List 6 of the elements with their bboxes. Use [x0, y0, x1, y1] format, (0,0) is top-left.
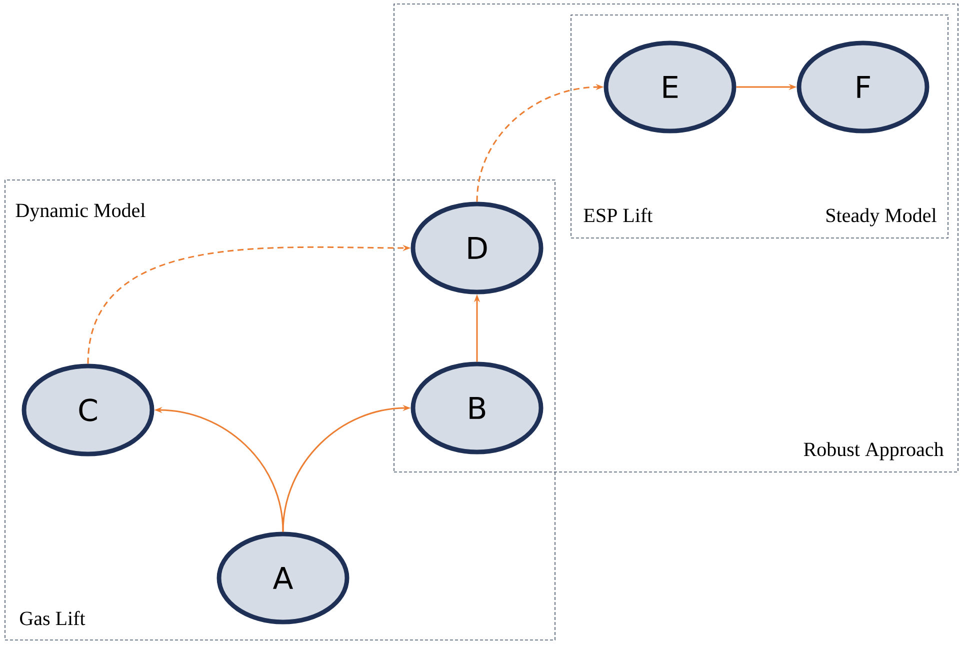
- ellipse-node: C: [22, 364, 154, 456]
- ellipse-node: E: [604, 40, 736, 134]
- ellipse-node: D: [410, 202, 544, 294]
- ellipse-node: F: [796, 40, 930, 134]
- ellipse-node: A: [216, 532, 350, 624]
- ellipse-node: B: [410, 362, 544, 454]
